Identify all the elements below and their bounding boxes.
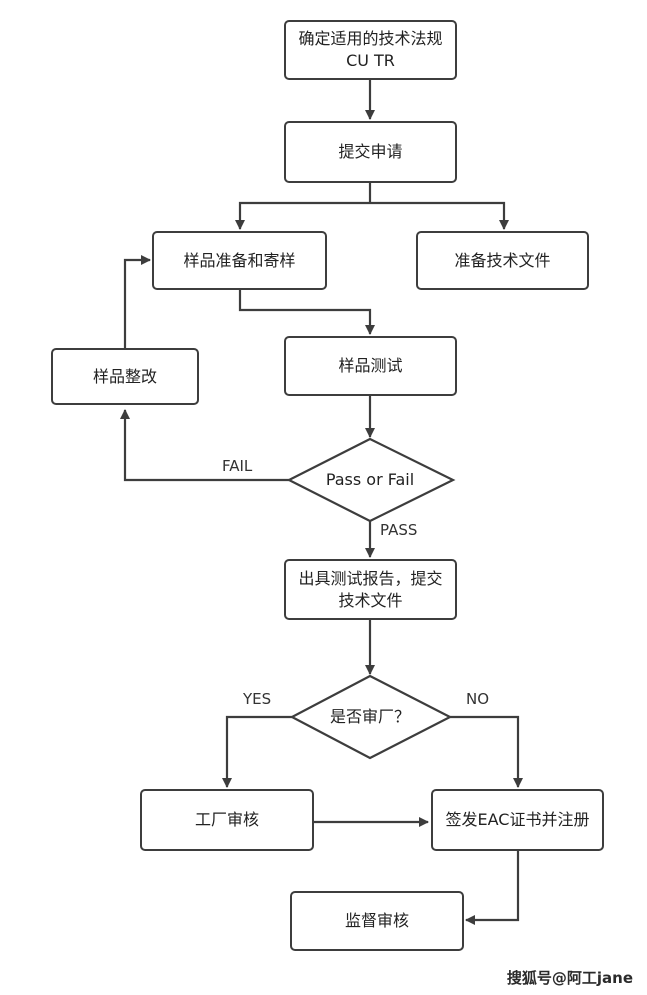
step-issue-test-report-text: 出具测试报告，提交技术文件 [298,568,443,610]
step-prepare-samples: 样品准备和寄样 [152,231,327,290]
step-sample-testing-text: 样品测试 [338,356,403,375]
step-surveillance-audit-text: 监督审核 [344,911,409,930]
step-prepare-technical-docs: 准备技术文件 [416,231,589,290]
step-sample-testing: 样品测试 [284,336,457,396]
watermark: 搜狐号@阿工jane [506,969,633,987]
decision-diamond-factory-audit [289,674,453,760]
edge-d2-n8-yes [222,715,292,788]
step-sample-rectification-text: 样品整改 [92,366,157,386]
step-prepare-samples-text: 样品准备和寄样 [183,250,296,270]
step-determine-regulation-text: 确定适用的技术法规CU TR [298,29,443,70]
decision-factory-audit-text: 是否审厂？ [329,707,410,726]
step-issue-eac-certificate-text: 签发EAC证书并注册 [445,810,590,829]
edge-d2-n9-no [450,715,523,788]
edge-n6-n3 [123,255,151,348]
decision-diamond-pass-fail [286,437,456,523]
step-submit-application-text: 提交申请 [338,142,403,161]
edge-label-yes: YES [243,690,272,708]
edge-n3-n5 [238,290,375,335]
decision-pass-fail-text: Pass or Fail [325,470,415,489]
step-factory-audit: 工厂审核 [140,789,314,851]
step-issue-eac-certificate: 签发EAC证书并注册 [431,789,604,851]
step-surveillance-audit: 监督审核 [290,891,464,951]
edge-label-pass: PASS [380,521,418,539]
step-factory-audit-text: 工厂审核 [194,810,259,829]
edge-d1-n6-fail [120,409,289,482]
edge-split-n4 [370,201,509,230]
edge-label-fail: FAIL [222,457,253,475]
edge-label-no: NO [466,690,490,708]
step-sample-rectification: 样品整改 [51,348,199,405]
edge-split-n3 [235,201,370,230]
step-issue-test-report: 出具测试报告，提交技术文件 [284,559,457,620]
step-submit-application: 提交申请 [284,121,457,183]
step-prepare-technical-docs-text: 准备技术文件 [454,250,551,270]
step-determine-regulation: 确定适用的技术法规CU TR [284,20,457,80]
edge-n9-n10 [465,851,520,925]
